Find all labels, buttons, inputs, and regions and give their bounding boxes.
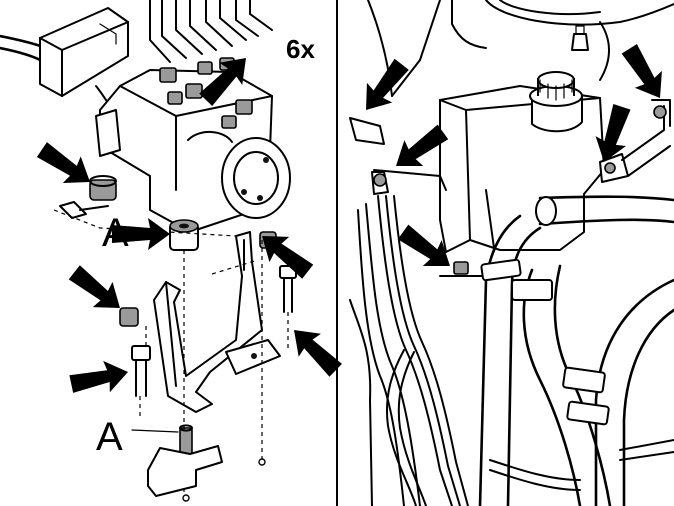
mounting-bracket: [153, 231, 281, 413]
fluid-reservoir: [439, 71, 605, 253]
bolt-left-small: [59, 201, 109, 219]
nut-left: [119, 307, 139, 327]
bolt-left: [131, 345, 151, 397]
callout-a-bottom: A: [96, 415, 123, 459]
hoses: [478, 195, 674, 506]
abs-hydraulic-unit: [95, 57, 291, 233]
bracket-right: [599, 99, 671, 183]
connector-plug: [0, 7, 129, 97]
reservoir-bolt: [439, 261, 485, 277]
support-plate: [147, 424, 223, 497]
bolt-right: [279, 265, 297, 313]
grommet-a: [169, 219, 199, 251]
bracket-left: [349, 117, 447, 195]
fastener-count: 6x: [286, 34, 315, 64]
left-panel: A A 6x: [0, 0, 347, 502]
grommet-rear: [89, 175, 117, 201]
strut-tower: [367, 0, 674, 97]
assembly-guides: [53, 209, 289, 502]
brake-line-bundle: [149, 0, 273, 63]
brake-line-harness: [349, 195, 674, 506]
right-panel: [349, 0, 674, 506]
